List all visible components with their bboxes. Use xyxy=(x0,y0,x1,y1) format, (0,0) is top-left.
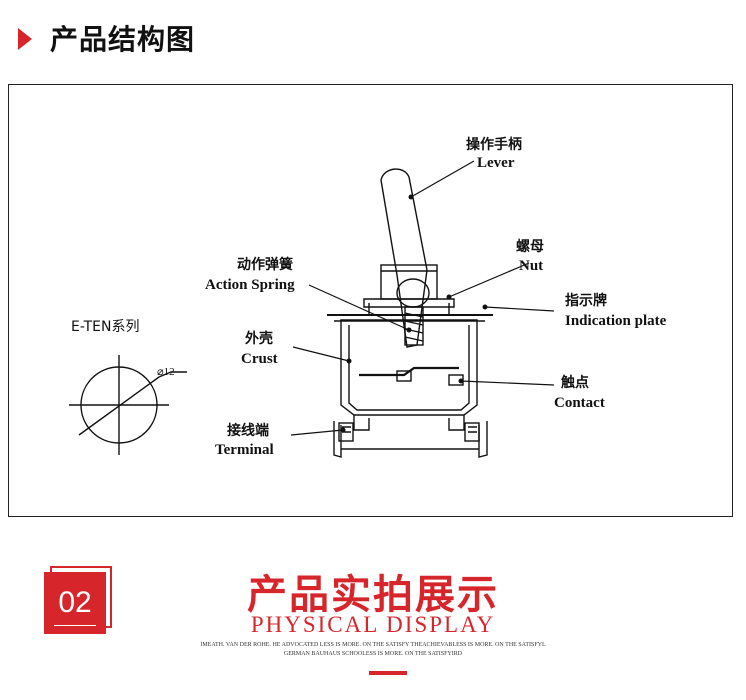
lever-en: Lever xyxy=(477,155,515,171)
nut-en: Nut xyxy=(519,258,543,274)
action-spring-cn: 动作弹簧 xyxy=(237,256,293,273)
indication-plate-en: Indication plate xyxy=(565,313,667,329)
terminal-en: Terminal xyxy=(215,442,274,458)
section2-title-cn: 产品实拍展示 xyxy=(247,572,499,618)
physical-display-section: 02 产品实拍展示 PHYSICAL DISPLAY IMEATH. VAN D… xyxy=(0,540,746,700)
indication-plate-cn: 指示牌 xyxy=(565,292,607,309)
play-triangle-icon xyxy=(18,28,32,50)
crust-en: Crust xyxy=(241,351,278,367)
section2-title-en: PHYSICAL DISPLAY xyxy=(250,612,496,637)
structure-diagram-svg: E-TEN系列 ⌀12 操作手柄 Lever 螺母 Nut 动作弹簧 Actio… xyxy=(69,136,667,458)
dimension-label: ⌀12 xyxy=(157,366,175,378)
fine-print-line-2: GERMAN BAUHAUS SCHOOLESS IS MORE. ON THE… xyxy=(283,651,463,657)
section-number-badge: 02 xyxy=(44,566,112,634)
series-label: E-TEN系列 xyxy=(71,319,139,335)
contact-en: Contact xyxy=(554,395,605,411)
red-divider xyxy=(369,671,407,675)
section-title: 产品结构图 xyxy=(50,23,196,56)
section-number: 02 xyxy=(44,572,106,634)
terminal-cn: 接线端 xyxy=(227,422,269,439)
lever-shape xyxy=(380,168,428,348)
nut-cn: 螺母 xyxy=(516,238,544,255)
crust-cn: 外壳 xyxy=(245,330,273,347)
lever-cn: 操作手柄 xyxy=(466,136,522,153)
fine-print-line-1: IMEATH. VAN DER ROHE. HE ADVOCATED LESS … xyxy=(200,642,546,648)
contact-cn: 触点 xyxy=(560,374,589,391)
structure-diagram: E-TEN系列 ⌀12 操作手柄 Lever 螺母 Nut 动作弹簧 Actio… xyxy=(8,84,733,517)
action-spring-en: Action Spring xyxy=(205,277,295,293)
section-header: 产品结构图 xyxy=(0,0,746,80)
